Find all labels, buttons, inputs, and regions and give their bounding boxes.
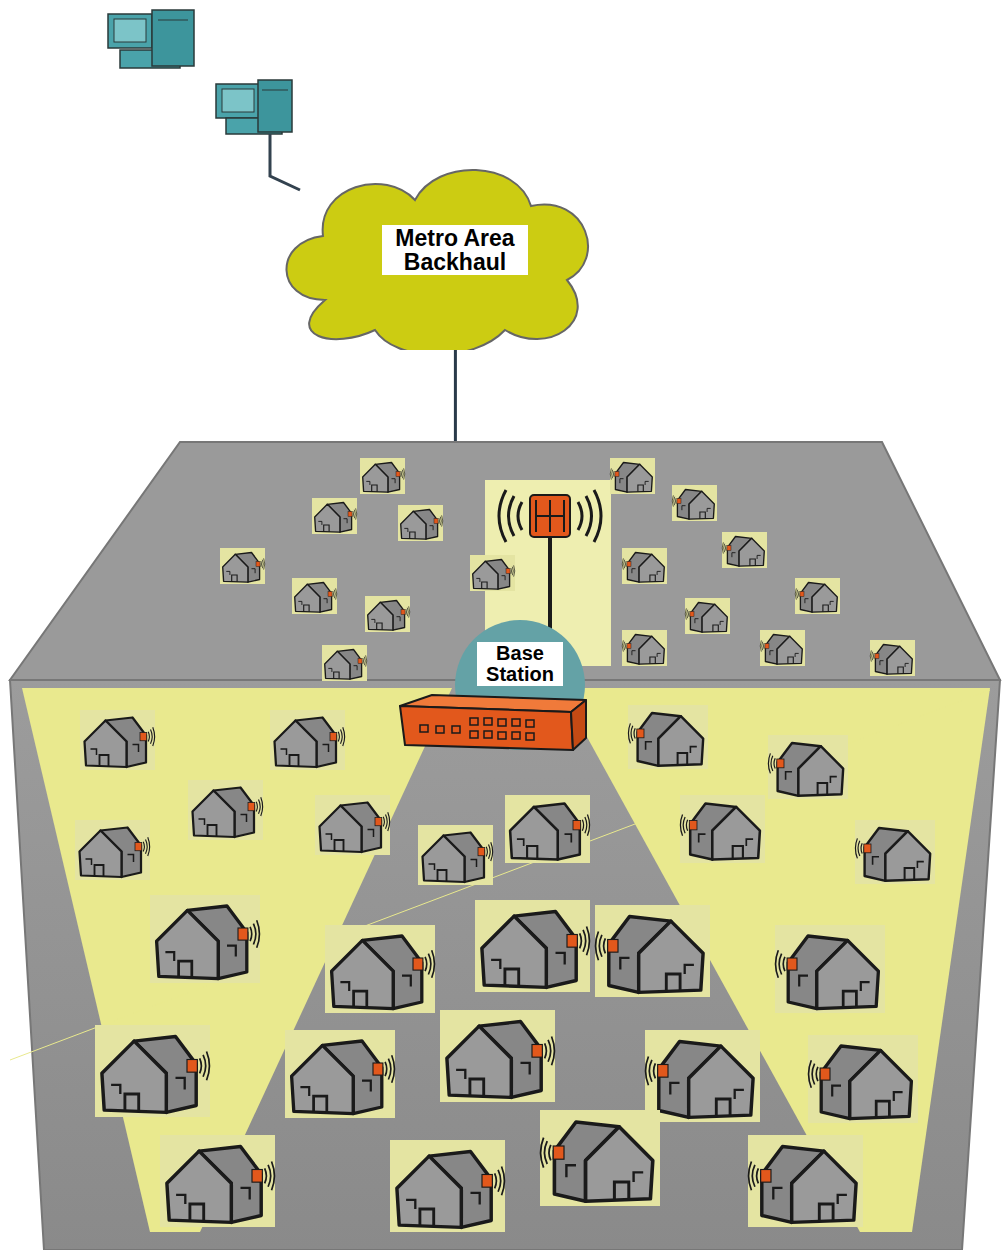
- subscriber-house: [75, 705, 935, 1232]
- network-wire: [270, 134, 300, 190]
- coverage-sector: [22, 688, 452, 1232]
- computer-icon: [108, 10, 194, 68]
- computer-icon: [216, 80, 292, 134]
- router-box: [400, 695, 586, 750]
- cloud-shape: [265, 150, 605, 350]
- guide-line: [10, 690, 990, 1060]
- subscriber-house: [220, 458, 915, 681]
- platform-front: [10, 680, 1000, 1250]
- cloud-node: Metro Area Backhaul: [265, 150, 605, 350]
- cloud-label: Metro Area Backhaul: [382, 225, 528, 275]
- platform-top: [10, 442, 1000, 680]
- cloud-outline: [286, 170, 588, 350]
